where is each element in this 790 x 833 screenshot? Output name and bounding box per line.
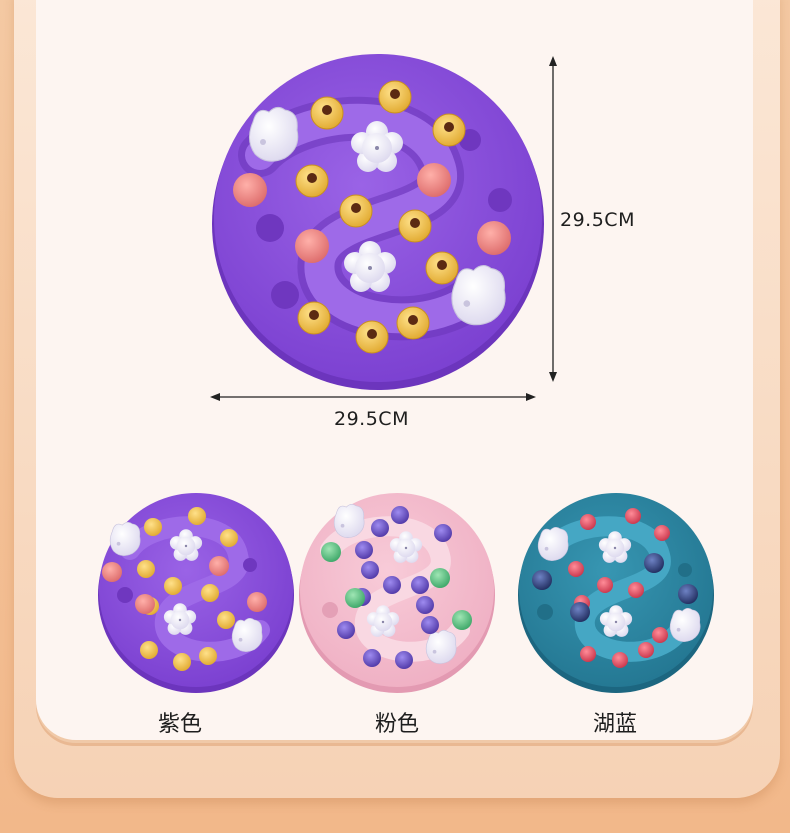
variant-board-blue bbox=[518, 493, 714, 693]
width-dimension-arrow bbox=[210, 393, 536, 401]
variant-label-pink: 粉色 bbox=[374, 712, 419, 737]
main-puzzle-coral-balls bbox=[233, 163, 511, 263]
height-dimension-arrow bbox=[549, 56, 557, 382]
variant-label-blue: 湖蓝 bbox=[592, 712, 637, 737]
variant-board-purple bbox=[98, 493, 294, 693]
width-dimension-label: 29.5CM bbox=[334, 408, 409, 430]
height-dimension-label: 29.5CM bbox=[560, 209, 635, 231]
variant-label-purple: 紫色 bbox=[157, 712, 202, 737]
main-puzzle-treat-knobs bbox=[295, 80, 466, 354]
variant-board-pink bbox=[299, 493, 495, 693]
